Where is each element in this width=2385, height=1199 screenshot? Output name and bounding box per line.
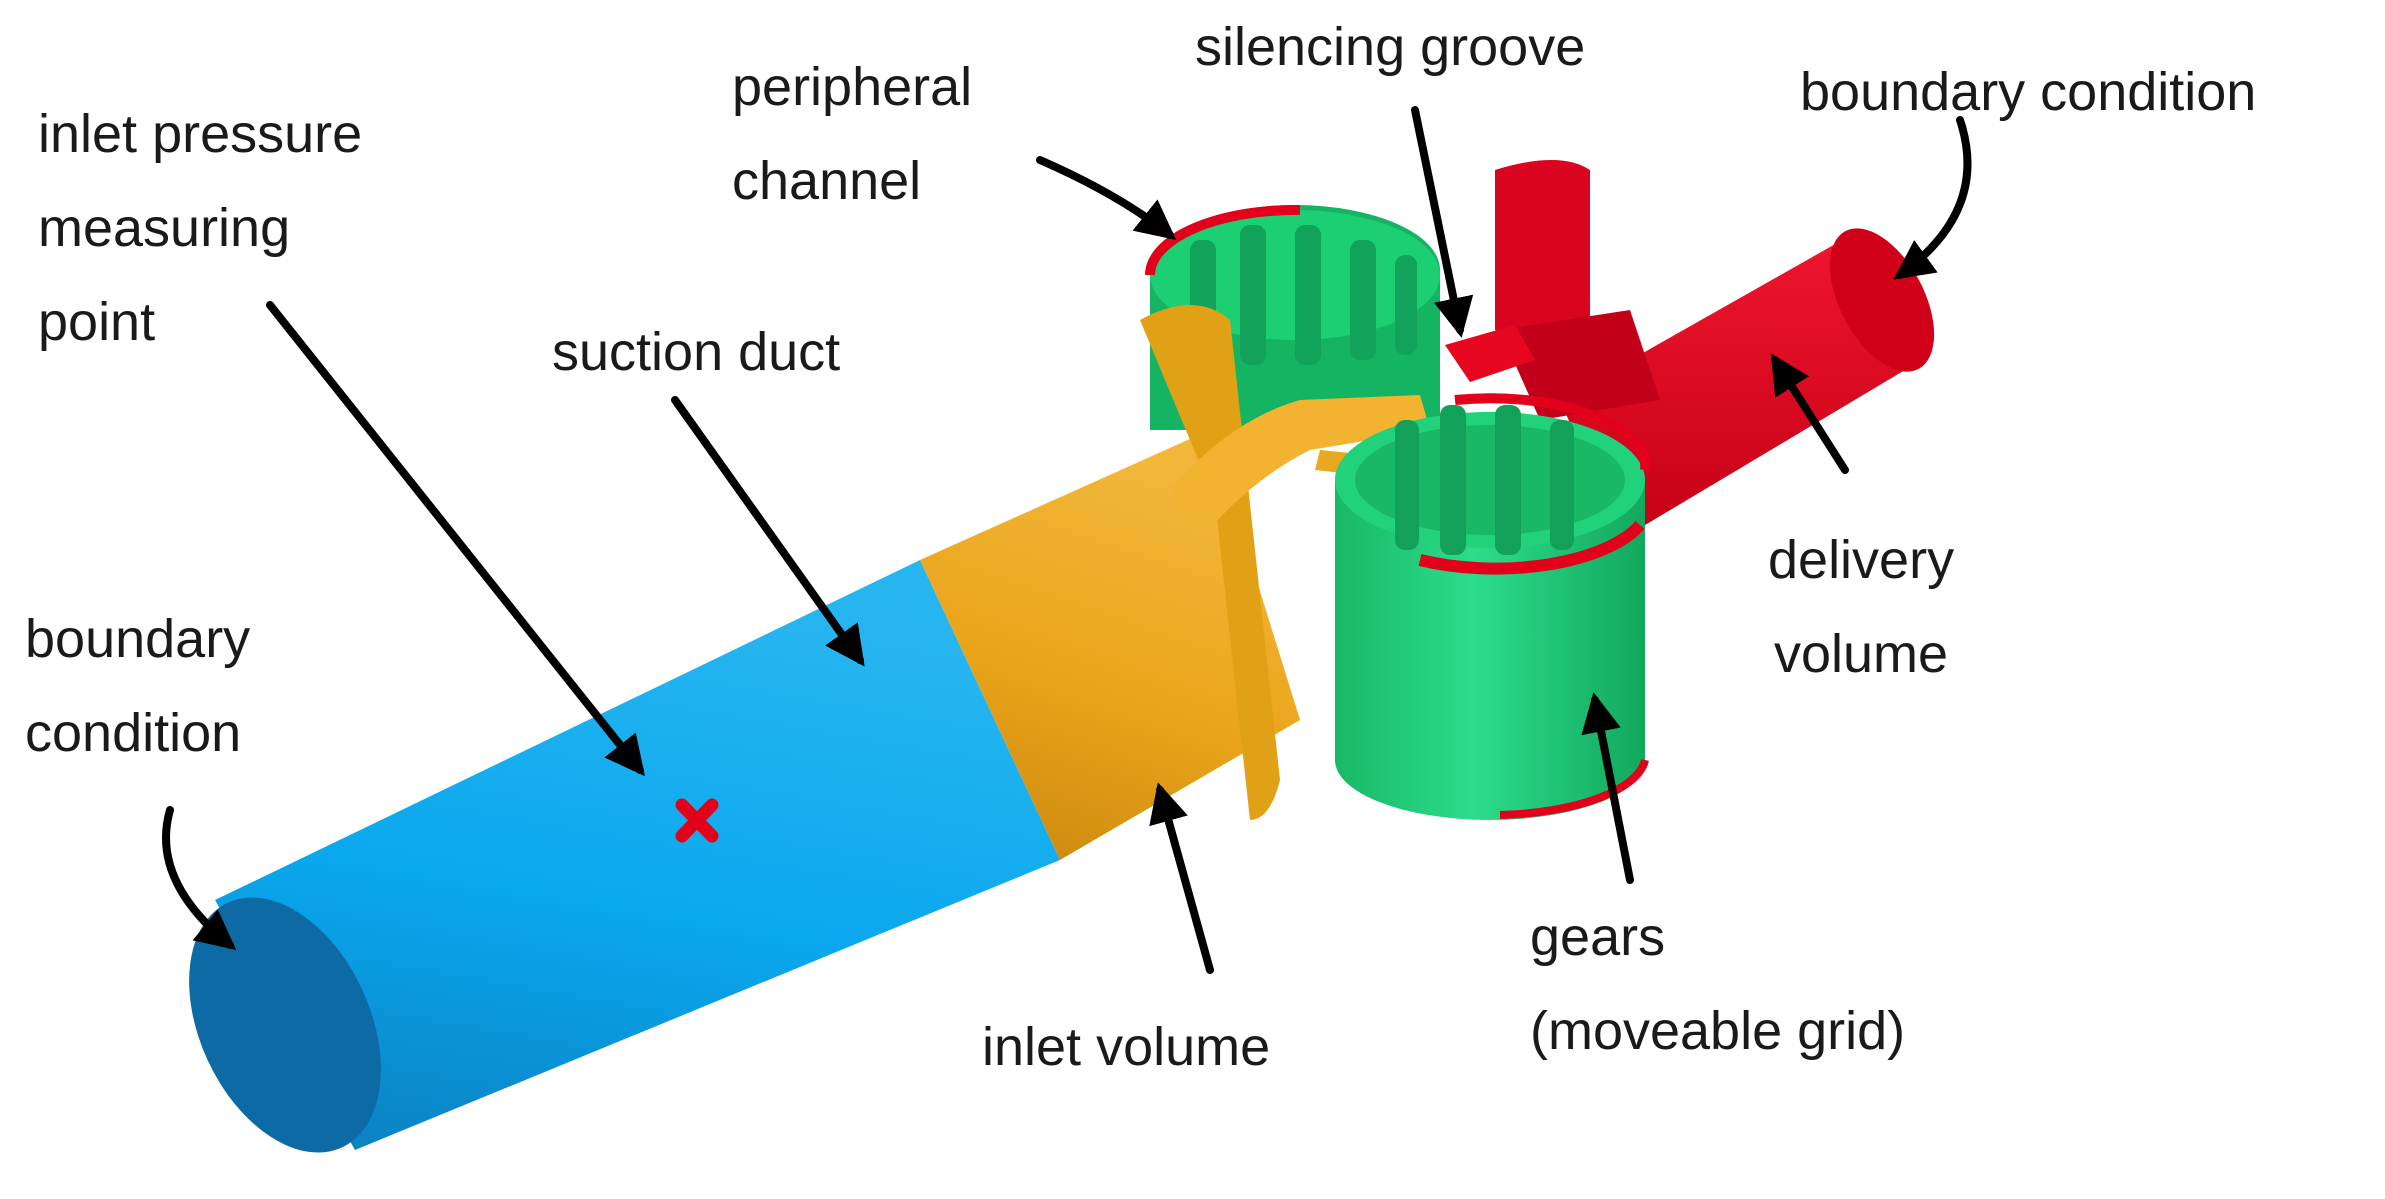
gear-housing-front bbox=[1335, 393, 1651, 820]
label-delivery-volume: delivery volume bbox=[1768, 530, 1955, 684]
arrow-inlet-pressure bbox=[266, 301, 645, 777]
label-boundary-condition-right: boundary condition bbox=[1800, 62, 2257, 122]
arrow-delivery-volume bbox=[1770, 353, 1849, 474]
label-silencing-groove: silencing groove bbox=[1195, 17, 1586, 77]
label-inlet-volume: inlet volume bbox=[982, 1017, 1271, 1077]
measuring-point-marker bbox=[675, 798, 719, 843]
label-gears-moveable-grid: gears (moveable grid) bbox=[1530, 907, 1906, 1061]
label-inlet-pressure-measuring-point: inlet pressure measuring point bbox=[38, 104, 363, 352]
arrow-peripheral-channel bbox=[1036, 156, 1177, 240]
arrow-silencing-groove bbox=[1411, 106, 1474, 338]
arrow-suction-duct bbox=[671, 396, 865, 667]
label-suction-duct: suction duct bbox=[552, 322, 841, 382]
arrow-inlet-volume bbox=[1149, 782, 1214, 974]
arrow-boundary-left bbox=[162, 806, 237, 951]
suction-duct-shape bbox=[189, 560, 1060, 1153]
arrow-boundary-right bbox=[1893, 116, 1972, 280]
delivery-volume-shape bbox=[1445, 160, 1935, 540]
arrow-gears bbox=[1581, 692, 1634, 884]
label-boundary-condition-left: boundary condition bbox=[25, 609, 251, 763]
label-peripheral-channel: peripheral channel bbox=[732, 57, 973, 211]
